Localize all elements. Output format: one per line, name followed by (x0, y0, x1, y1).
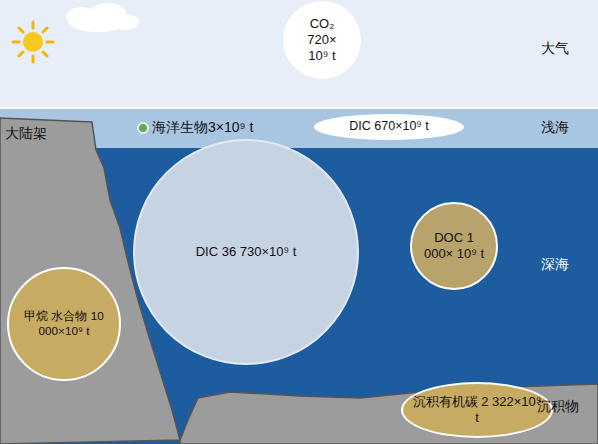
sea-surface (0, 107, 598, 109)
atmosphere-band (0, 0, 598, 108)
marine-life-label: 海洋生物3×10⁹ t (152, 119, 253, 137)
dic-deep-circle: DIC 36 730×10⁹ t (133, 139, 359, 365)
shallow-sea-label: 浅海 (541, 119, 569, 137)
node-text: 沉积有机碳 2 322×10⁹ t (412, 394, 542, 427)
node-text: CO₂ 720× 10⁹ t (296, 16, 348, 65)
sediment-carbon-ellipse: 沉积有机碳 2 322×10⁹ t (401, 382, 553, 438)
doc-circle: DOC 1 000× 10⁹ t (410, 202, 498, 290)
methane-hydrate-circle: 甲烷 水合物 10 000×10⁹ t (7, 267, 121, 381)
node-text: DIC 670×10⁹ t (319, 119, 459, 135)
node-text: DIC 36 730×10⁹ t (171, 244, 321, 260)
co2-circle: CO₂ 720× 10⁹ t (283, 1, 361, 79)
deep-sea-label: 深海 (541, 256, 569, 274)
sun (13, 22, 53, 62)
marine-life-dot (138, 123, 148, 133)
node-text: DOC 1 000× 10⁹ t (423, 230, 485, 263)
node-text: 甲烷 水合物 10 000×10⁹ t (17, 309, 111, 338)
atmosphere-label: 大气 (541, 40, 569, 58)
shelf-label: 大陆架 (5, 125, 47, 143)
sediment-label: 沉积物 (537, 398, 579, 416)
cloud (66, 3, 139, 32)
dic-shallow-ellipse: DIC 670×10⁹ t (314, 114, 464, 140)
